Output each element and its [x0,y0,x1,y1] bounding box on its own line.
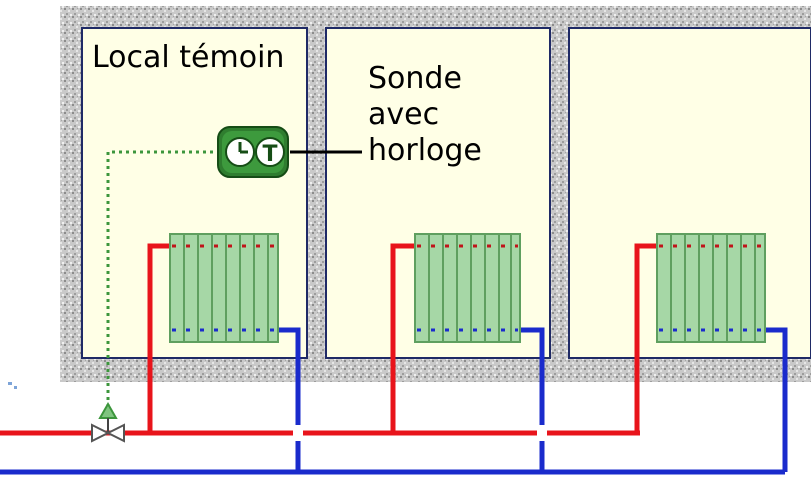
clock-thermometer-icon: T [217,126,289,178]
motorized-valve-icon [91,401,125,443]
pipe-crossing-gap-1 [293,425,303,441]
radiator-room-2 [414,233,521,343]
radiator-room-3 [656,233,766,343]
pipe-crossing-gap-2 [537,425,547,441]
room-label-local-temoin: Local témoin [92,40,284,75]
pipe-stub-marks [8,382,17,389]
radiator-room-1 [169,233,279,343]
sensor-label-line-3: horloge [368,133,482,168]
sensor-label-line-1: Sonde [368,61,462,96]
svg-text:T: T [262,142,277,167]
control-signal-line [106,150,220,410]
sensor-label-line-2: avec [368,97,439,132]
return-pipes [0,327,788,475]
